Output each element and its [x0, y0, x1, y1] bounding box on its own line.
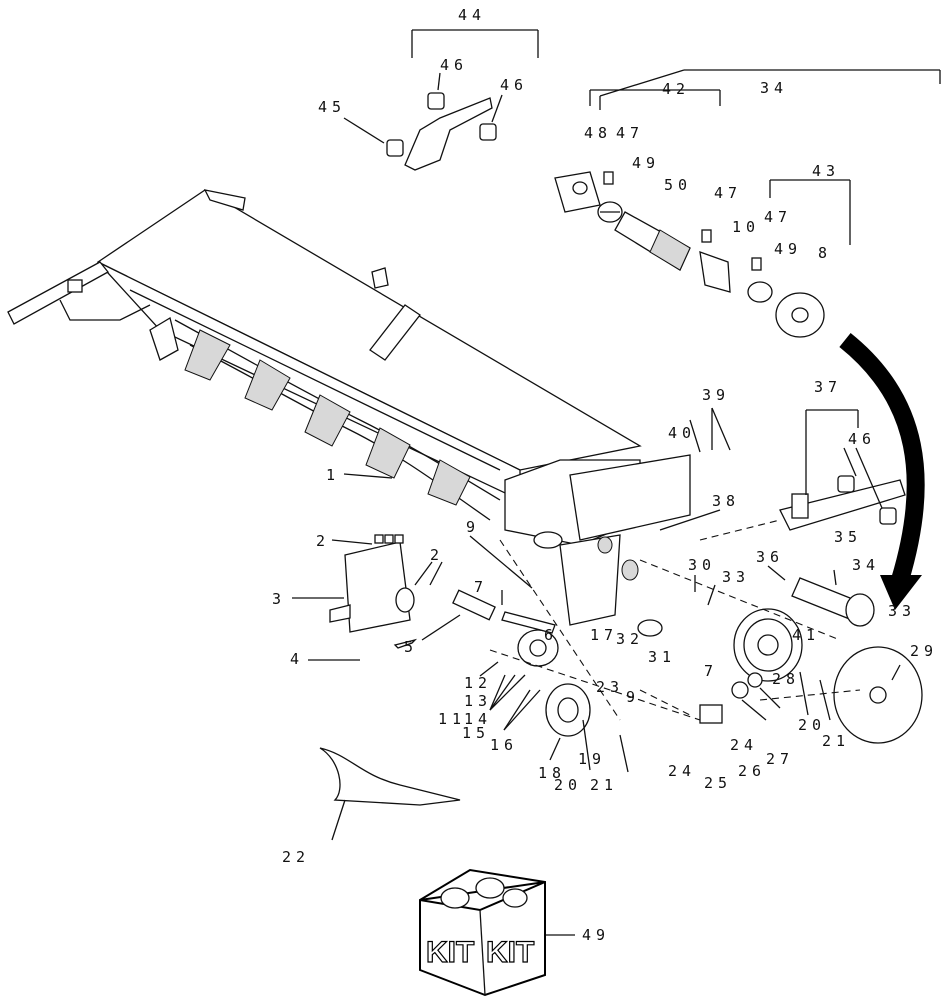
callout-22: 22 — [282, 848, 310, 866]
callout-46: 46 — [848, 430, 876, 448]
callout-49: 49 — [632, 154, 660, 172]
gearbox-housing — [504, 454, 691, 626]
callout-9: 9 — [466, 518, 480, 536]
callout-13: 13 — [464, 692, 492, 710]
callout-28: 28 — [772, 670, 800, 688]
callout-48: 48 — [584, 124, 612, 142]
direction-arrowhead — [880, 575, 922, 610]
callout-6: 6 — [544, 626, 558, 644]
pulley-18 — [545, 683, 591, 737]
callout-1: 1 — [326, 466, 340, 484]
callout-30: 30 — [688, 556, 716, 574]
shield-bracket-assembly — [343, 29, 539, 171]
callout-10: 10 — [732, 218, 760, 236]
callout-2: 2 — [430, 546, 444, 564]
callout-38: 38 — [712, 492, 740, 510]
callout-45: 45 — [318, 98, 346, 116]
callout-20: 20 — [798, 716, 826, 734]
callout-24: 24 — [730, 736, 758, 754]
callout-16: 16 — [490, 736, 518, 754]
callout-33: 33 — [888, 602, 916, 620]
callout-35: 35 — [834, 528, 862, 546]
driveline-34-lower — [791, 577, 875, 627]
callout-2: 2 — [316, 532, 330, 550]
callout-7: 7 — [704, 662, 718, 680]
arm-assembly-37 — [779, 409, 906, 531]
callout-29: 29 — [910, 642, 938, 660]
callout-36: 36 — [756, 548, 784, 566]
small-parts — [374, 534, 763, 724]
callout-31: 31 — [648, 648, 676, 666]
callout-20: 20 — [554, 776, 582, 794]
callout-11: 11 — [438, 710, 466, 728]
driveline-assembly — [554, 69, 941, 338]
header-frame — [7, 189, 642, 521]
callout-15: 15 — [462, 724, 490, 742]
kit-box-icon: KIT KIT — [419, 868, 546, 997]
callout-23: 23 — [596, 678, 624, 696]
callout-labels: 44 46 46 45 34 42 48 47 49 50 43 47 10 4… — [272, 6, 938, 944]
callout-8: 8 — [818, 244, 832, 262]
callout-7: 7 — [474, 578, 488, 596]
callout-34: 34 — [760, 79, 788, 97]
kit-label-right: KIT — [486, 936, 534, 969]
callout-25: 25 — [704, 774, 732, 792]
kit-label-left: KIT — [426, 936, 474, 969]
callout-21: 21 — [590, 776, 618, 794]
callout-46: 46 — [440, 56, 468, 74]
callout-17: 17 — [590, 626, 618, 644]
callout-12: 12 — [464, 674, 492, 692]
callout-47: 47 — [714, 184, 742, 202]
callout-37: 37 — [814, 378, 842, 396]
callout-24: 24 — [668, 762, 696, 780]
callout-34: 34 — [852, 556, 880, 574]
callout-33: 33 — [722, 568, 750, 586]
callout-50: 50 — [664, 176, 692, 194]
callout-43: 43 — [812, 162, 840, 180]
belt-22 — [319, 747, 461, 806]
callout-14: 14 — [464, 710, 492, 728]
callout-9: 9 — [626, 688, 640, 706]
callout-46: 46 — [500, 76, 528, 94]
cover-29 — [833, 646, 923, 744]
leader-lines — [292, 407, 901, 936]
callout-18: 18 — [538, 764, 566, 782]
callout-42: 42 — [662, 80, 690, 98]
callout-49: 49 — [774, 240, 802, 258]
callout-47: 47 — [764, 208, 792, 226]
callout-49: 49 — [582, 926, 610, 944]
callout-44: 44 — [458, 6, 486, 24]
callout-41: 41 — [792, 626, 820, 644]
callout-40: 40 — [668, 424, 696, 442]
callout-32: 32 — [616, 630, 644, 648]
callout-21: 21 — [822, 732, 850, 750]
callout-4: 4 — [290, 650, 304, 668]
callout-3: 3 — [272, 590, 286, 608]
callout-19: 19 — [578, 750, 606, 768]
callout-39: 39 — [702, 386, 730, 404]
callout-27: 27 — [766, 750, 794, 768]
callout-26: 26 — [738, 762, 766, 780]
gearbox-3 — [329, 541, 415, 633]
callout-47: 47 — [616, 124, 644, 142]
direction-arrow — [839, 332, 925, 583]
pulley-28 — [733, 608, 803, 682]
callout-5: 5 — [404, 638, 418, 656]
